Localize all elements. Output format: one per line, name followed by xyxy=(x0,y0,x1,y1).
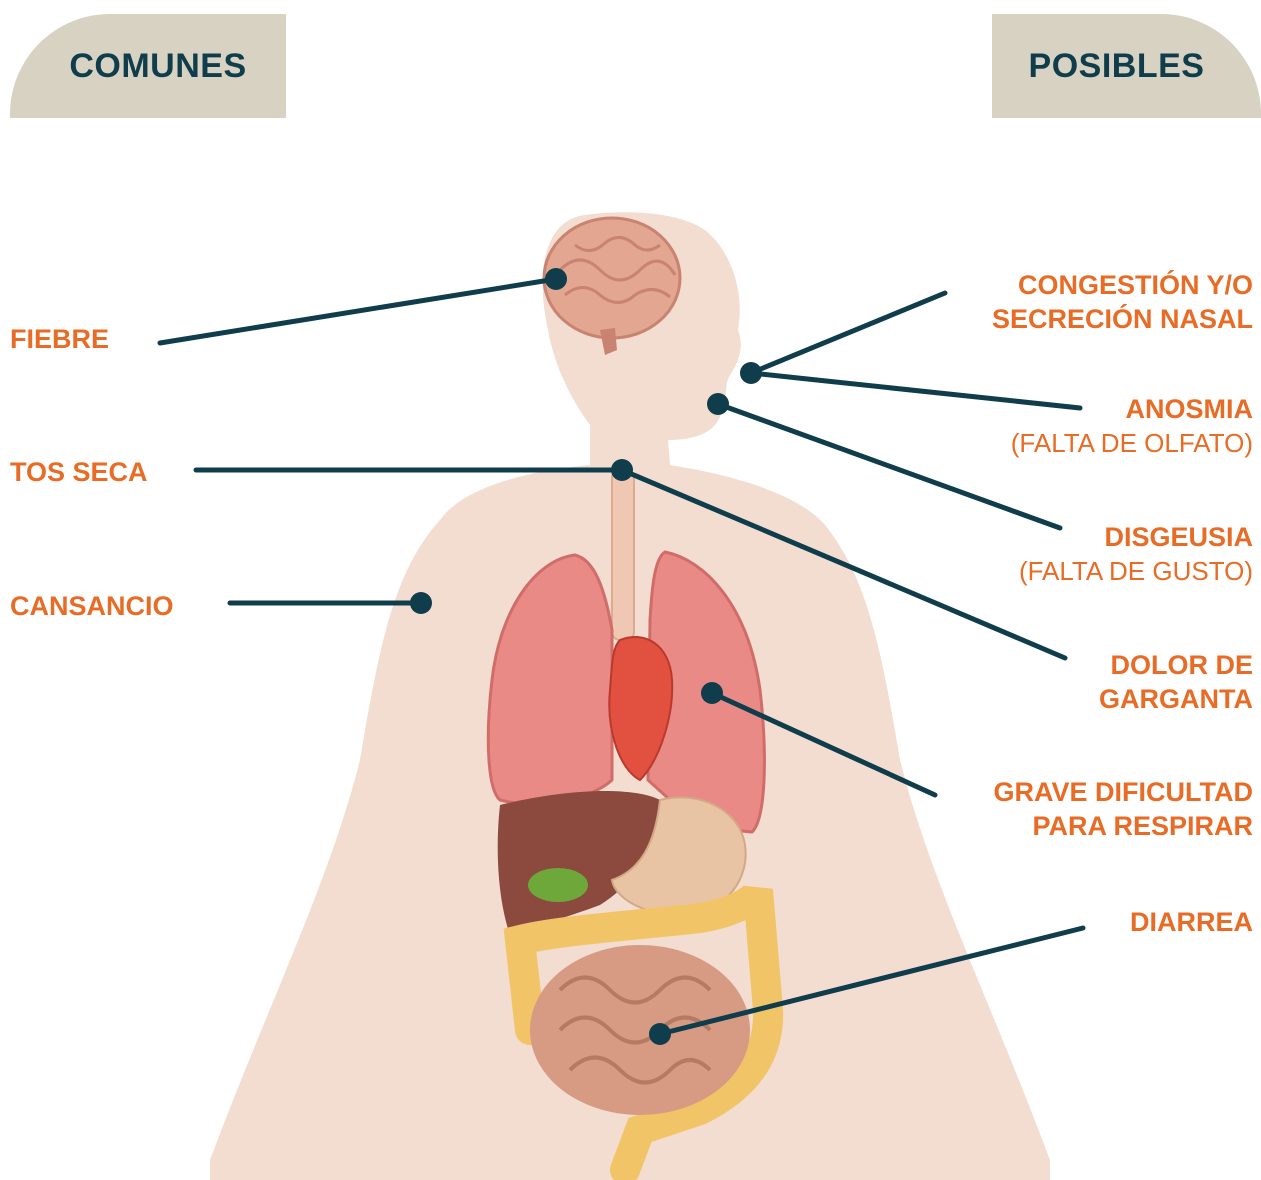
congestion-line1: CONGESTIÓN Y/O xyxy=(992,268,1253,302)
dysgeusia-title: DISGEUSIA xyxy=(1019,520,1253,554)
intestine-dot xyxy=(649,1023,671,1045)
diarrhea-label: DIARREA xyxy=(1130,905,1253,939)
fever-label: FIEBRE xyxy=(10,322,109,356)
breathing-label: GRAVE DIFICULTAD PARA RESPIRAR xyxy=(994,775,1253,843)
anosmia-label: ANOSMIA (FALTA DE OLFATO) xyxy=(1011,392,1253,460)
breathing-line1: GRAVE DIFICULTAD xyxy=(994,775,1253,809)
breathing-line2: PARA RESPIRAR xyxy=(994,809,1253,843)
dry-cough-label: TOS SECA xyxy=(10,455,148,489)
congestion-line2: SECRECIÓN NASAL xyxy=(992,302,1253,336)
mouth-dot xyxy=(707,393,729,415)
sore-throat-label: DOLOR DE GARGANTA xyxy=(1099,648,1253,716)
fever-dot xyxy=(545,268,567,290)
nasal-dot xyxy=(740,362,762,384)
dysgeusia-label: DISGEUSIA (FALTA DE GUSTO) xyxy=(1019,520,1253,588)
anosmia-note: (FALTA DE OLFATO) xyxy=(1011,426,1253,460)
congestion-label: CONGESTIÓN Y/O SECRECIÓN NASAL xyxy=(992,268,1253,336)
sore-throat-line2: GARGANTA xyxy=(1099,682,1253,716)
small-intestine xyxy=(530,945,750,1115)
sore-throat-line1: DOLOR DE xyxy=(1099,648,1253,682)
gallbladder xyxy=(528,868,588,902)
anosmia-title: ANOSMIA xyxy=(1011,392,1253,426)
tiredness-dot xyxy=(410,592,432,614)
dry-cough-dot xyxy=(611,459,633,481)
tiredness-label: CANSANCIO xyxy=(10,589,174,623)
lung-dot xyxy=(701,682,723,704)
dysgeusia-note: (FALTA DE GUSTO) xyxy=(1019,554,1253,588)
trachea xyxy=(612,470,634,640)
